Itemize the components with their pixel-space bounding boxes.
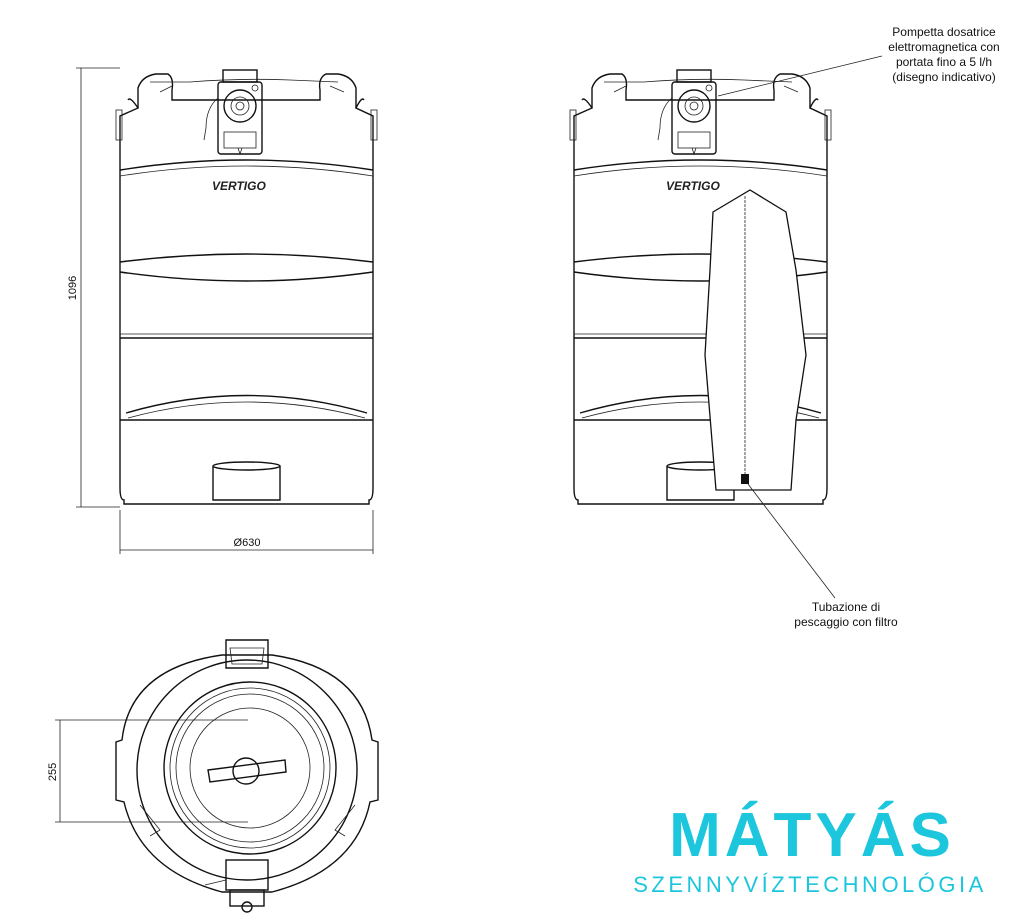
tank-side-view: VERTIGO xyxy=(569,69,832,505)
height-dimension: 1096 xyxy=(67,67,120,508)
tank-front-view: VERTIGO xyxy=(115,69,378,505)
matyas-logo: MÁTYÁS SZENNYVÍZTECHNOLÓGIA xyxy=(633,801,987,897)
tank-brand-label: VERTIGO xyxy=(212,179,266,193)
tube-annotation: Tubazione di pescaggio con filtro xyxy=(794,600,898,629)
pump-annotation: Pompetta dosatrice elettromagnetica con … xyxy=(888,25,999,84)
pump-annotation-line: elettromagnetica con xyxy=(888,40,999,54)
top-offset-dimension: 255 xyxy=(47,719,248,823)
diameter-dimension: Ø630 xyxy=(119,510,374,554)
tube-annotation-line: Tubazione di xyxy=(812,600,880,614)
filter-head xyxy=(741,474,749,484)
tube-annotation-line: pescaggio con filtro xyxy=(794,615,898,629)
logo-name: MÁTYÁS xyxy=(669,801,955,870)
top-offset-dimension-label: 255 xyxy=(47,763,59,781)
height-dimension-label: 1096 xyxy=(67,276,79,300)
pump-annotation-line: portata fino a 5 l/h xyxy=(896,55,992,69)
tank-brand-label-side: VERTIGO xyxy=(666,179,720,193)
pump-annotation-line: Pompetta dosatrice xyxy=(892,25,996,39)
diameter-dimension-label: Ø630 xyxy=(234,537,261,549)
filter-bag xyxy=(704,189,807,491)
tube-leader-line xyxy=(747,483,836,599)
logo-tagline: SZENNYVÍZTECHNOLÓGIA xyxy=(633,872,987,897)
pump-leader-line xyxy=(717,55,883,97)
tank-top-view xyxy=(115,639,379,913)
pump-annotation-line: (disegno indicativo) xyxy=(892,70,995,84)
